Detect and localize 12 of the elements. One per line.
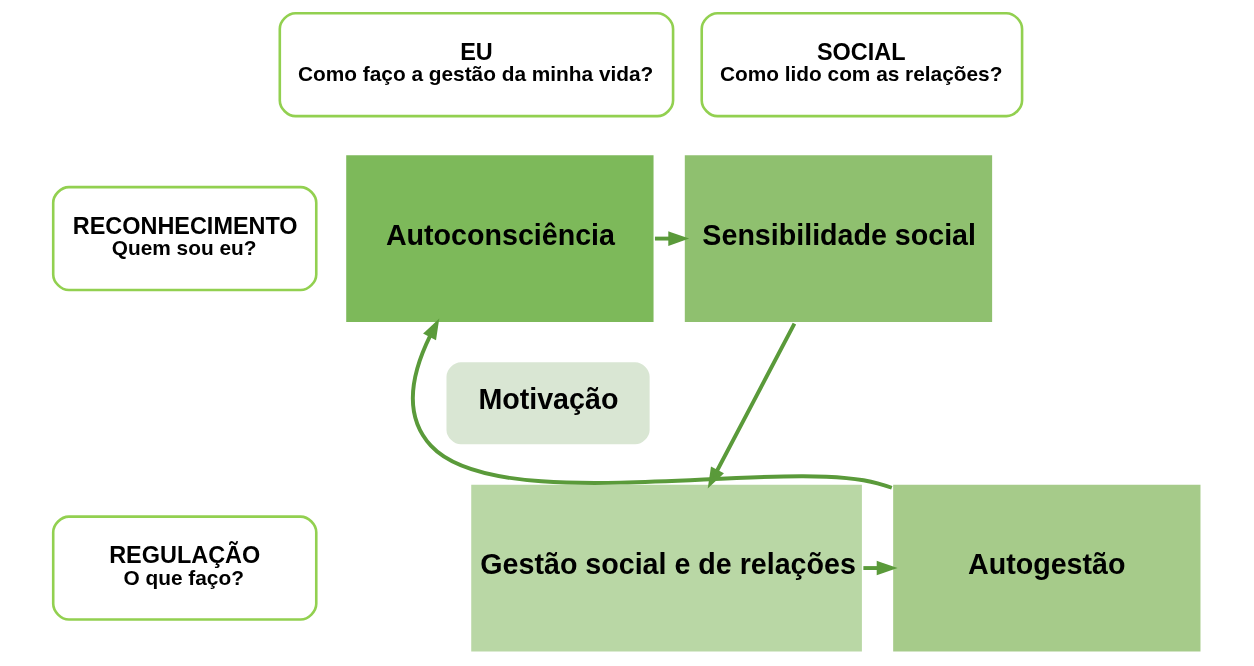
node-box: EU Como faço a gestão da minha vida?: [278, 12, 674, 118]
arrow: [410, 318, 892, 490]
node-box: Autogestão: [890, 482, 1203, 654]
node-box: Sensibilidade social: [681, 152, 995, 325]
arrow: [862, 560, 898, 576]
node-box: Motivação: [443, 359, 652, 447]
node-box: REGULAÇÃO O que faço?: [51, 515, 318, 621]
arrow: [707, 322, 796, 489]
node-box: Autoconsciência: [343, 152, 656, 325]
node-box: SOCIAL Como lido com as relações?: [699, 12, 1023, 118]
node-box: Gestão social e de relações: [468, 482, 864, 654]
node-box: RECONHECIMENTO Quem sou eu?: [51, 185, 318, 292]
